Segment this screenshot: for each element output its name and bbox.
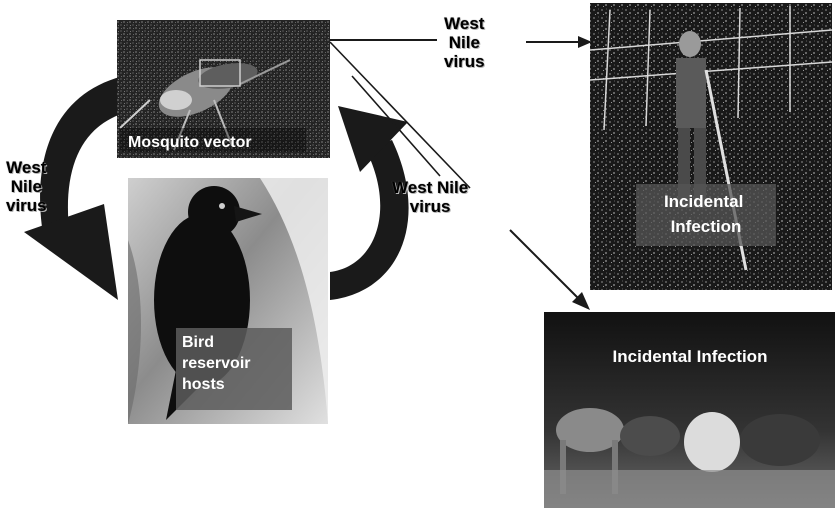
horse-panel: Incidental Infection (544, 312, 835, 508)
bird-caption: Bird reservoir hosts (182, 334, 255, 393)
mosquito-panel: Mosquito vector (117, 20, 330, 158)
horse-herd (544, 408, 835, 508)
fence (589, 6, 833, 131)
mosquito-illustration (119, 59, 291, 151)
right-cycle-arrowhead (338, 106, 408, 172)
top-virus-label: West Nile virus (444, 14, 485, 71)
transmission-arrows (328, 36, 592, 310)
right-cycle-arrow (330, 140, 409, 300)
left-virus-label: West Nile virus (6, 158, 47, 215)
left-cycle-arrowhead (24, 204, 118, 300)
diagonal-line-b (351, 75, 441, 177)
human-panel: Incidental Infection (589, 3, 833, 290)
arrow-to-horse-head (572, 292, 590, 310)
bird-panel: Bird reservoir hosts (128, 178, 328, 424)
human-caption: Incidental Infection (664, 192, 748, 236)
mosquito-caption: Mosquito vector (128, 134, 252, 151)
arrow-to-human-head (578, 36, 592, 48)
horse-caption: Incidental Infection (613, 347, 768, 366)
arrow-to-horse (509, 229, 581, 301)
cycle-arrows (24, 72, 409, 300)
center-virus-label: West Nile virus (392, 178, 469, 216)
diagonal-line-a (329, 41, 471, 189)
left-cycle-arrow (40, 72, 152, 240)
